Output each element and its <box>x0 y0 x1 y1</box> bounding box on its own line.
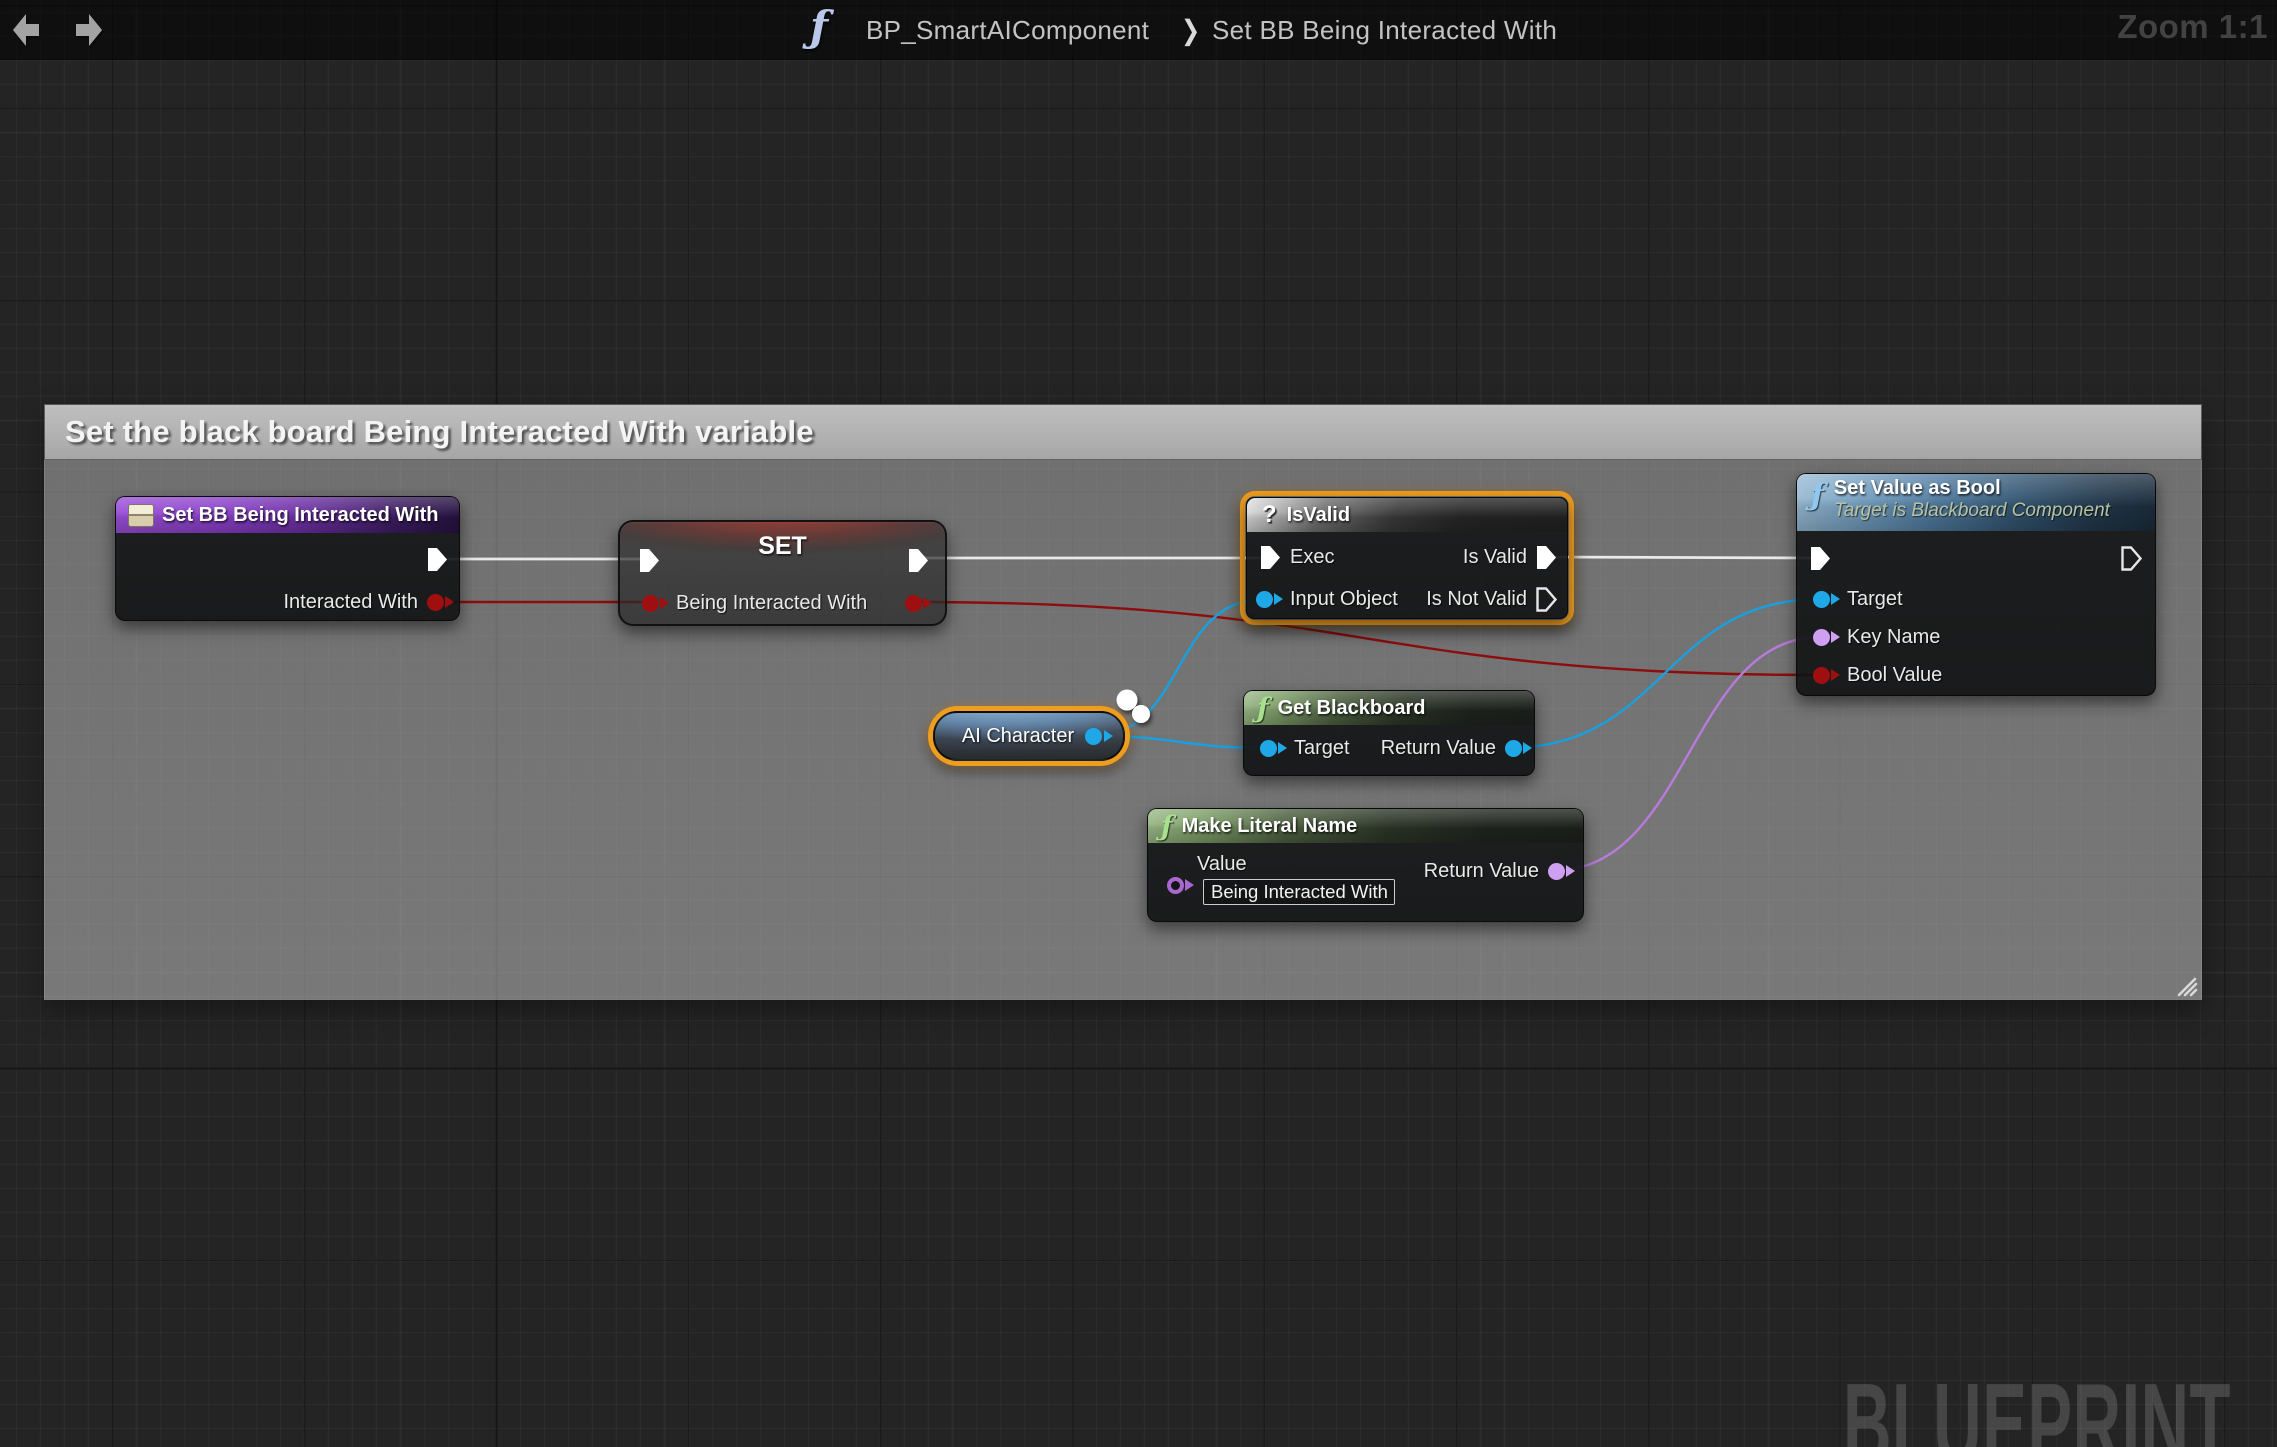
node-make-literal-name[interactable]: ƒ Make Literal Name Value Being Interact… <box>1147 808 1584 922</box>
node-ai-character-title: AI Character <box>961 724 1075 747</box>
name-pin-icon <box>1548 862 1565 880</box>
function-icon: ƒ <box>1257 692 1269 724</box>
object-pin-icon[interactable] <box>1085 727 1102 745</box>
breadcrumb-blueprint[interactable]: BP_SmartAIComponent <box>866 14 1150 45</box>
topbar-background <box>0 0 2277 60</box>
exec-out-unconnected-icon <box>1536 586 1557 612</box>
node-setbb-title: Set BB Being Interacted With <box>162 503 439 526</box>
comment-title: Set the black board Being Interacted Wit… <box>65 414 814 449</box>
function-entry-icon <box>128 503 154 527</box>
pin-set-exec-in[interactable] <box>639 546 660 574</box>
node-mln-header[interactable]: ƒ Make Literal Name <box>1148 809 1583 843</box>
pin-set-exec-out[interactable] <box>908 546 929 574</box>
mln-value-input[interactable]: Being Interacted With <box>1203 879 1395 905</box>
bool-pin-icon <box>905 594 922 612</box>
name-pin-hollow-icon <box>1167 876 1184 894</box>
pin-mln-value[interactable] <box>1167 871 1194 899</box>
exec-wire-isvalid-to-svab <box>1546 555 1821 560</box>
function-icon: ƒ <box>1161 810 1173 842</box>
object-pin-icon <box>1260 739 1277 757</box>
forward-button[interactable] <box>74 12 104 53</box>
pin-setbb-exec-out[interactable] <box>427 545 448 573</box>
breadcrumb-chevron-icon: ❯ <box>1181 13 1201 46</box>
node-set-value-as-bool[interactable]: ƒ Set Value as Bool Target is Blackboard… <box>1796 473 2156 696</box>
node-svab-title: Set Value as Bool <box>1833 477 2001 499</box>
node-get-blackboard[interactable]: ƒ Get Blackboard Target Return Value <box>1243 690 1535 776</box>
name-wire-mln-to-keyname <box>1551 635 1822 873</box>
pin-setbb-interacted-with[interactable]: Interacted With <box>283 588 454 616</box>
node-mln-title: Make Literal Name <box>1181 814 1358 837</box>
node-isvalid-header[interactable]: ? IsValid <box>1247 498 1567 532</box>
pin-getbb-target[interactable]: Target <box>1260 734 1350 762</box>
breadcrumb-function-icon: ƒ <box>810 2 829 51</box>
pin-svab-key-name[interactable]: Key Name <box>1813 623 1940 651</box>
node-set-variable[interactable]: SET Being Interacted With <box>618 520 947 626</box>
pin-isvalid-input-object[interactable]: Input Object <box>1256 585 1398 613</box>
exec-out-icon <box>1537 545 1556 569</box>
pin-getbb-return-value[interactable]: Return Value <box>1381 734 1532 762</box>
pin-svab-bool-value[interactable]: Bool Value <box>1813 661 1942 689</box>
pin-isvalid-is-valid-out[interactable]: Is Valid <box>1463 543 1557 571</box>
node-set-title: SET <box>758 532 807 560</box>
mouse-cursor <box>1113 687 1163 742</box>
node-isvalid[interactable]: ? IsValid Exec Is Valid Input Object Is … <box>1246 497 1568 619</box>
pin-svab-exec-in[interactable] <box>1810 544 1831 572</box>
object-wire-getbb-to-svab-target <box>1507 597 1822 750</box>
node-setbb-header[interactable]: Set BB Being Interacted With <box>116 497 459 533</box>
comment-header[interactable]: Set the black board Being Interacted Wit… <box>44 404 2202 460</box>
pin-mln-value-label: Value <box>1197 853 1247 875</box>
node-svab-subtitle: Target is Blackboard Component <box>1833 500 2110 521</box>
exec-out-icon <box>428 547 447 571</box>
node-getbb-title: Get Blackboard <box>1277 696 1426 719</box>
bool-pin-icon <box>1813 666 1830 684</box>
pin-isvalid-is-not-valid-out[interactable]: Is Not Valid <box>1426 585 1557 613</box>
pin-svab-target[interactable]: Target <box>1813 585 1903 613</box>
node-getbb-header[interactable]: ƒ Get Blackboard <box>1244 691 1534 725</box>
pin-set-being-interacted-with-in[interactable]: Being Interacted With <box>642 589 867 617</box>
node-ai-character[interactable]: AI Character <box>928 706 1130 766</box>
object-pin-icon <box>1505 739 1522 757</box>
exec-in-icon <box>640 548 659 572</box>
exec-in-icon <box>1261 545 1280 569</box>
bool-wire-set-to-boolvalue <box>911 600 1822 677</box>
object-pin-icon <box>1256 590 1273 608</box>
bool-pin-icon <box>427 593 444 611</box>
exec-out-unconnected-icon <box>2121 545 2142 571</box>
pin-isvalid-exec-in[interactable]: Exec <box>1260 543 1334 571</box>
blueprint-watermark: BLUEPRINT <box>1843 1360 2231 1447</box>
question-mark-icon: ? <box>1262 501 1277 528</box>
exec-out-icon <box>909 548 928 572</box>
node-set-bb-being-interacted-with[interactable]: Set BB Being Interacted With Interacted … <box>115 496 460 621</box>
selection-outline-isvalid <box>1240 491 1574 625</box>
bool-pin-icon <box>642 594 659 612</box>
pin-svab-exec-out[interactable] <box>2121 544 2142 572</box>
topbar: ƒ BP_SmartAIComponent ❯ Set BB Being Int… <box>0 0 2277 60</box>
comment-resize-handle[interactable] <box>2175 974 2199 998</box>
exec-in-icon <box>1811 546 1830 570</box>
node-isvalid-title: IsValid <box>1286 503 1351 526</box>
object-pin-icon <box>1813 590 1830 608</box>
pin-mln-return-value[interactable]: Return Value <box>1424 857 1575 885</box>
back-button[interactable] <box>11 12 41 53</box>
pin-set-value-out[interactable] <box>905 589 932 617</box>
function-icon: ƒ <box>1811 478 1824 513</box>
breadcrumb-function[interactable]: Set BB Being Interacted With <box>1212 14 1558 45</box>
name-pin-icon <box>1813 628 1830 646</box>
node-svab-header[interactable]: ƒ Set Value as Bool Target is Blackboard… <box>1797 474 2155 531</box>
